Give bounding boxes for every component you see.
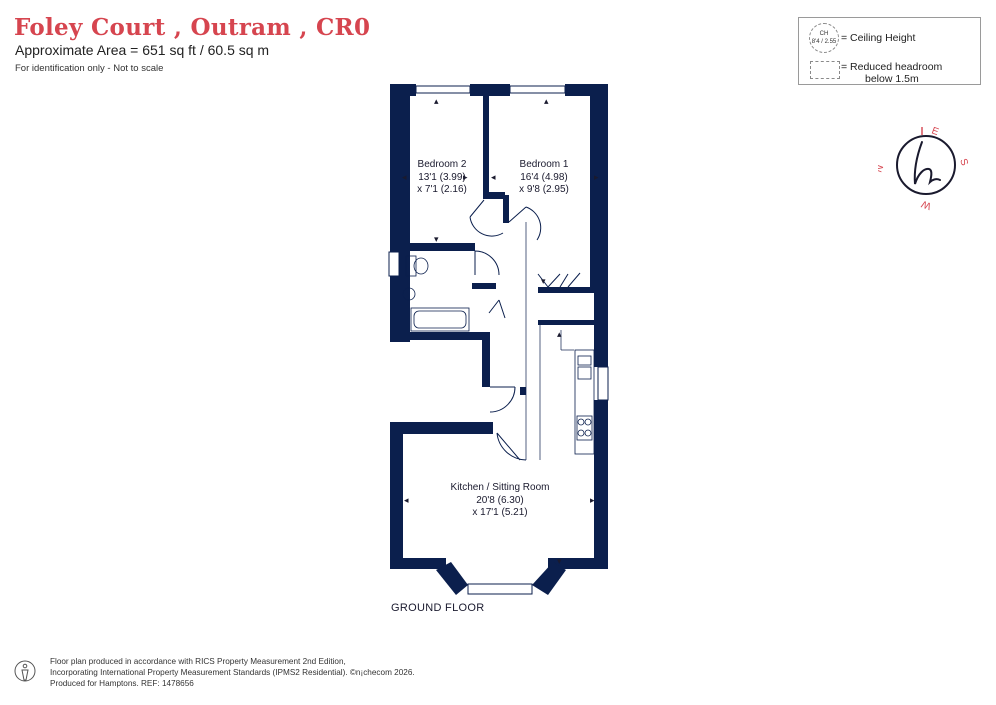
arrow-right-bed2: ▸ (463, 172, 468, 182)
room-dimension: 16'4 (4.98) (520, 171, 568, 183)
legend-box: CH 8'4 / 2.55 = Ceiling Height = Reduced… (798, 17, 981, 85)
windows (388, 85, 609, 595)
interior-lines (525, 222, 574, 460)
ceiling-height-label: = Ceiling Height (841, 32, 916, 44)
footer-line: Incorporating International Property Mea… (50, 668, 415, 677)
reduced-headroom-label: = Reduced headroom (841, 61, 943, 73)
page-title: Foley Court , Outram , CR0 (14, 14, 371, 41)
bathtub (410, 307, 470, 332)
reduced-headroom-symbol (810, 61, 840, 79)
arrow-left-kitchen: ◂ (404, 495, 409, 505)
dimension-arrows: ◂ ▸ ▴ ▾ ◂ ▸ ▴ ▾ ◂ ▸ ▴ ▾ (402, 96, 599, 566)
arrow-bottom-bed2: ▾ (434, 234, 439, 244)
floor-label: GROUND FLOOR (391, 602, 485, 614)
compass-n-label: E (930, 125, 940, 138)
person-icon (14, 660, 36, 682)
arrow-left-bed1: ◂ (491, 172, 496, 182)
ceiling-height-symbol: CH 8'4 / 2.55 (809, 23, 839, 53)
room-bedroom-2: Bedroom 2 13'1 (3.99) x 7'1 (2.16) (400, 159, 484, 197)
arrow-top-bed2: ▴ (434, 96, 439, 106)
room-name: Bedroom 2 (417, 159, 467, 170)
kitchen-units (574, 349, 595, 455)
arrow-right-bed1: ▸ (594, 172, 599, 182)
room-dimension: x 7'1 (2.16) (417, 184, 467, 195)
footer-line: Produced for Hamptons. REF: 1478656 (50, 679, 194, 688)
room-dimension: 20'8 (6.30) (476, 494, 524, 506)
bathroom-fixtures (402, 255, 470, 332)
toilet (405, 255, 417, 277)
room-dimension: x 17'1 (5.21) (472, 507, 528, 518)
compass-circle (896, 135, 956, 195)
compass-e-label: W (920, 197, 933, 211)
arrow-top-kitchen: ▴ (557, 329, 562, 339)
approximate-area: Approximate Area = 651 sq ft / 60.5 sq m (15, 42, 270, 58)
ceiling-height-sample: 8'4 / 2.55 (811, 39, 837, 45)
arrow-left-bed2: ◂ (402, 172, 407, 182)
doors (469, 199, 581, 461)
room-dimension: x 9'8 (2.95) (519, 184, 569, 195)
sink (577, 355, 592, 366)
ceiling-height-abbrev: CH (819, 31, 829, 37)
arrow-bottom-bed1: ▾ (541, 276, 546, 286)
room-name: Bedroom 1 (519, 159, 569, 170)
arrow-top-bed1: ▴ (544, 96, 549, 106)
reduced-headroom-sublabel: below 1.5m (865, 73, 919, 85)
hob (576, 415, 593, 441)
room-bedroom-1: Bedroom 1 16'4 (4.98) x 9'8 (2.95) (495, 159, 593, 197)
arrow-bottom-kitchen: ▾ (557, 556, 562, 566)
arrow-right-kitchen: ▸ (590, 495, 595, 505)
compass-w-label: N (878, 163, 886, 174)
room-name: Kitchen / Sitting Room (450, 482, 550, 493)
basin (402, 287, 416, 301)
room-dimension: 13'1 (3.99) (418, 171, 466, 183)
footer-disclaimer: Floor plan produced in accordance with R… (50, 656, 415, 689)
compass-s-label: S (957, 157, 970, 167)
compass-rose: E N S W (878, 125, 970, 211)
walls (390, 84, 608, 595)
compass-signature-mark (913, 141, 941, 186)
scale-note: For identification only - Not to scale (15, 63, 164, 74)
footer-line: Floor plan produced in accordance with R… (50, 657, 346, 666)
room-kitchen-sitting: Kitchen / Sitting Room 20'8 (6.30) x 17'… (425, 482, 575, 520)
